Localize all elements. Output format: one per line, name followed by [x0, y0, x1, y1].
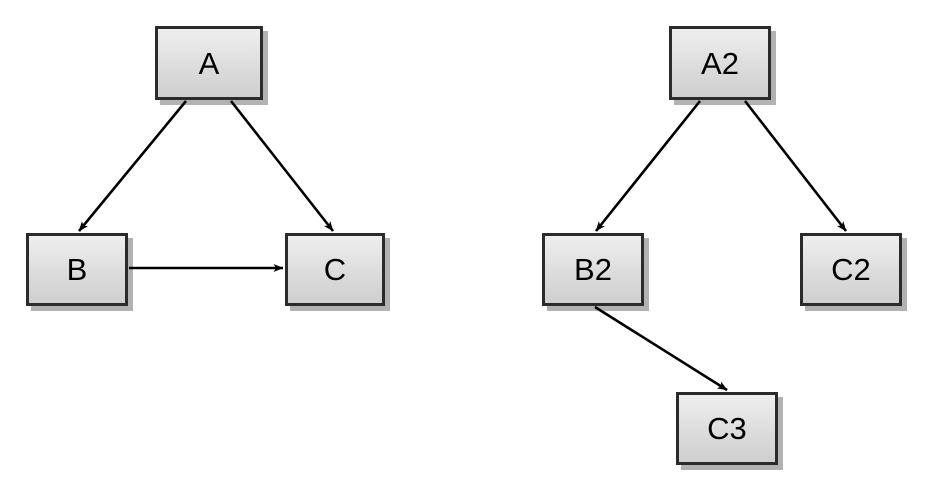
node-c2-label: C2 — [831, 252, 871, 287]
edge-a-to-c — [229, 100, 335, 232]
node-a[interactable]: A — [155, 26, 263, 100]
edge-a2-to-b2 — [594, 100, 702, 232]
edge-b2-to-c3 — [594, 305, 728, 392]
node-b[interactable]: B — [26, 233, 128, 306]
node-a-label: A — [198, 45, 220, 81]
node-c2[interactable]: C2 — [800, 233, 902, 306]
node-a2-label: A2 — [701, 45, 739, 81]
edge-a-to-b — [77, 100, 188, 232]
node-c[interactable]: C — [285, 233, 385, 306]
node-a2[interactable]: A2 — [669, 26, 771, 100]
node-c3[interactable]: C3 — [676, 392, 778, 465]
node-b-label: B — [66, 252, 88, 287]
node-b2[interactable]: B2 — [542, 233, 644, 306]
edge-a2-to-c2 — [743, 100, 848, 232]
node-b2-label: B2 — [574, 252, 612, 287]
node-c3-label: C3 — [707, 411, 747, 446]
node-c-label: C — [323, 252, 347, 287]
